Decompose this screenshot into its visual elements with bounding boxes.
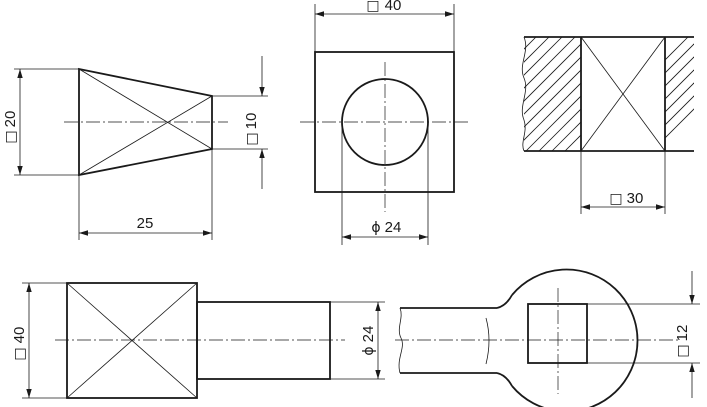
dimension-text: 25 bbox=[137, 215, 154, 232]
view-square-plate-with-hole: □ 40 ϕ 24 bbox=[300, 0, 468, 245]
square-symbol: □ bbox=[366, 0, 379, 14]
square-symbol: □ bbox=[244, 132, 260, 145]
fillet-top bbox=[496, 294, 513, 309]
round-shaft-outline bbox=[196, 301, 331, 380]
dimension-recess-width: □ 30 bbox=[580, 151, 666, 214]
dimension-text: 30 bbox=[627, 190, 644, 207]
dimension-hole-diameter: ϕ 24 bbox=[341, 122, 429, 245]
dimension-square-hole: □ 12 bbox=[587, 271, 700, 398]
dimension-text: 12 bbox=[674, 325, 691, 342]
dimension-text: 40 bbox=[11, 327, 28, 344]
square-symbol: □ bbox=[609, 191, 622, 207]
section-hatching-left bbox=[524, 37, 581, 151]
fillet-bottom bbox=[496, 372, 513, 387]
tapered-block-diagonal bbox=[78, 95, 213, 176]
break-line bbox=[398, 307, 403, 374]
transition-line bbox=[485, 317, 490, 365]
dimension-head-square: □ 40 bbox=[11, 282, 67, 399]
dimension-length: 25 bbox=[78, 149, 213, 240]
break-line bbox=[521, 36, 527, 152]
view-sectioned-square-recess: □ 30 bbox=[521, 36, 694, 214]
dimension-text: 20 bbox=[2, 111, 19, 128]
dimension-text: 24 bbox=[360, 326, 377, 343]
square-symbol: □ bbox=[12, 347, 28, 360]
dimension-large-square: □ 20 bbox=[2, 68, 79, 176]
round-end-outline bbox=[511, 268, 639, 407]
square-head-diagonal bbox=[66, 282, 198, 399]
diameter-symbol: ϕ bbox=[361, 346, 377, 355]
dimension-text: 40 bbox=[385, 0, 402, 14]
dimension-small-square: □ 10 bbox=[212, 56, 268, 189]
view-tapered-square-block: □ 20 □ 10 25 bbox=[2, 56, 268, 240]
view-square-head-with-shaft: □ 40 ϕ 24 bbox=[11, 282, 385, 399]
tapered-block-diagonal bbox=[78, 68, 213, 150]
dimension-text: 24 bbox=[385, 219, 402, 236]
square-symbol: □ bbox=[3, 130, 19, 143]
dimension-plate-side: □ 40 bbox=[314, 0, 455, 52]
dimension-shaft-diameter: ϕ 24 bbox=[330, 301, 385, 380]
dimension-text: 10 bbox=[243, 113, 260, 130]
section-hatching-right bbox=[665, 37, 694, 139]
square-hole bbox=[527, 303, 588, 364]
square-symbol: □ bbox=[675, 344, 691, 357]
recess-diagonal bbox=[580, 36, 666, 152]
diameter-symbol: ϕ bbox=[371, 220, 380, 236]
view-round-end-with-square-hole: □ 12 bbox=[395, 268, 700, 407]
